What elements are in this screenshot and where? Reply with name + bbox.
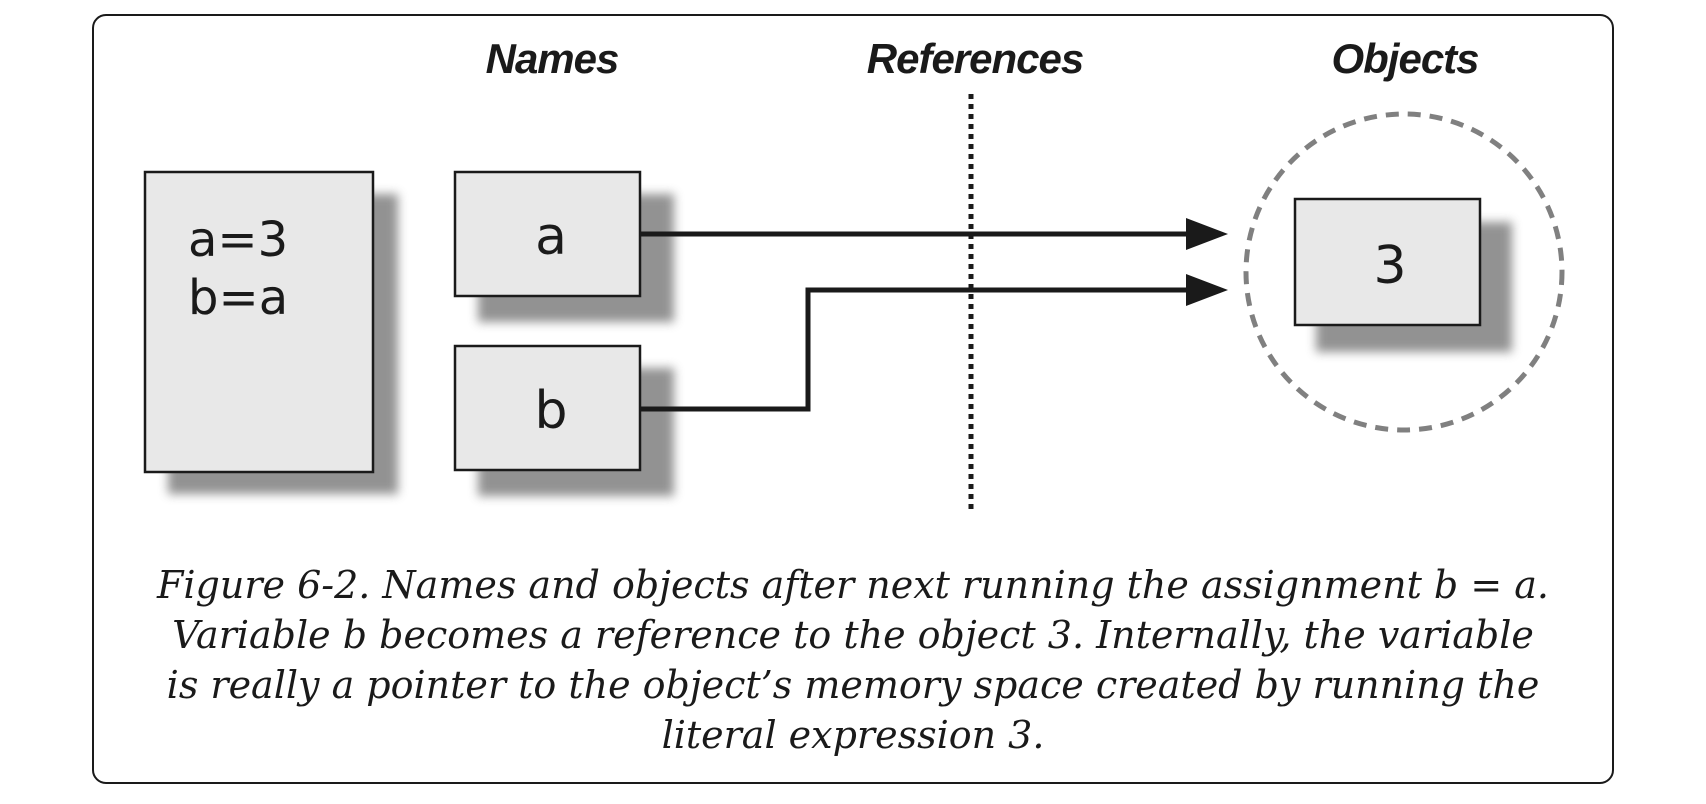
code-panel: a=3 b=a — [143, 170, 398, 494]
code-panel-box — [143, 170, 375, 474]
object-box-label: 3 — [1373, 236, 1406, 296]
reference-arrow-b-line — [640, 287, 1190, 412]
reference-arrow-b — [640, 274, 1228, 412]
name-box-a-rect — [453, 170, 642, 298]
caption-line-4: literal expression 3. — [661, 713, 1045, 757]
name-box-b-rect — [453, 344, 642, 472]
heading-names: Names — [486, 35, 619, 82]
reference-arrow-b-head — [1186, 274, 1228, 306]
object-box: 3 — [1293, 197, 1512, 352]
reference-arrow-a-head — [1186, 218, 1228, 250]
name-box-a-label: a — [535, 207, 567, 267]
caption-line-3: is really a pointer to the object’s memo… — [166, 663, 1540, 707]
caption-line-1: Figure 6-2. Names and objects after next… — [157, 563, 1549, 607]
object-box-rect — [1293, 197, 1482, 327]
heading-references: References — [867, 35, 1083, 82]
figure-caption: Figure 6-2. Names and objects after next… — [92, 560, 1614, 760]
heading-objects: Objects — [1331, 35, 1478, 82]
caption-line-2: Variable b becomes a reference to the ob… — [172, 613, 1534, 657]
code-line-2: b=a — [188, 270, 288, 326]
name-box-a: a — [453, 170, 674, 322]
code-line-1: a=3 — [188, 212, 288, 268]
object-space-circle — [1243, 111, 1565, 433]
reference-arrow-a — [640, 218, 1228, 250]
name-box-b: b — [453, 344, 674, 496]
name-box-b-label: b — [534, 381, 567, 441]
